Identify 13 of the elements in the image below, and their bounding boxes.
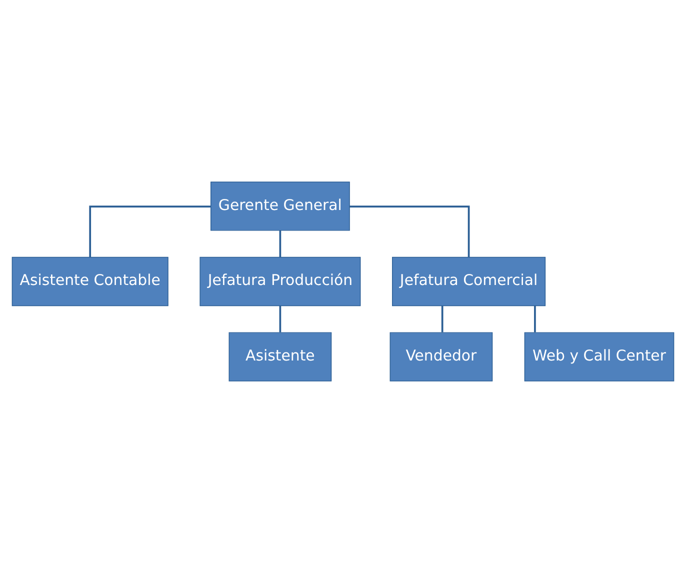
node-box: Jefatura Producción: [200, 256, 361, 306]
node-box: Vendedor: [390, 332, 493, 382]
node-box: Asistente: [228, 332, 332, 382]
node-box: Gerente General: [210, 182, 350, 231]
connector: [89, 206, 211, 258]
node-box: Jefatura Comercial: [392, 256, 546, 306]
connector: [279, 306, 282, 332]
connector: [279, 230, 282, 258]
connector: [534, 306, 536, 332]
node-box: Web y Call Center: [524, 332, 674, 382]
connector: [350, 206, 470, 258]
connector: [441, 306, 444, 332]
node-box: Asistente Contable: [12, 256, 168, 306]
